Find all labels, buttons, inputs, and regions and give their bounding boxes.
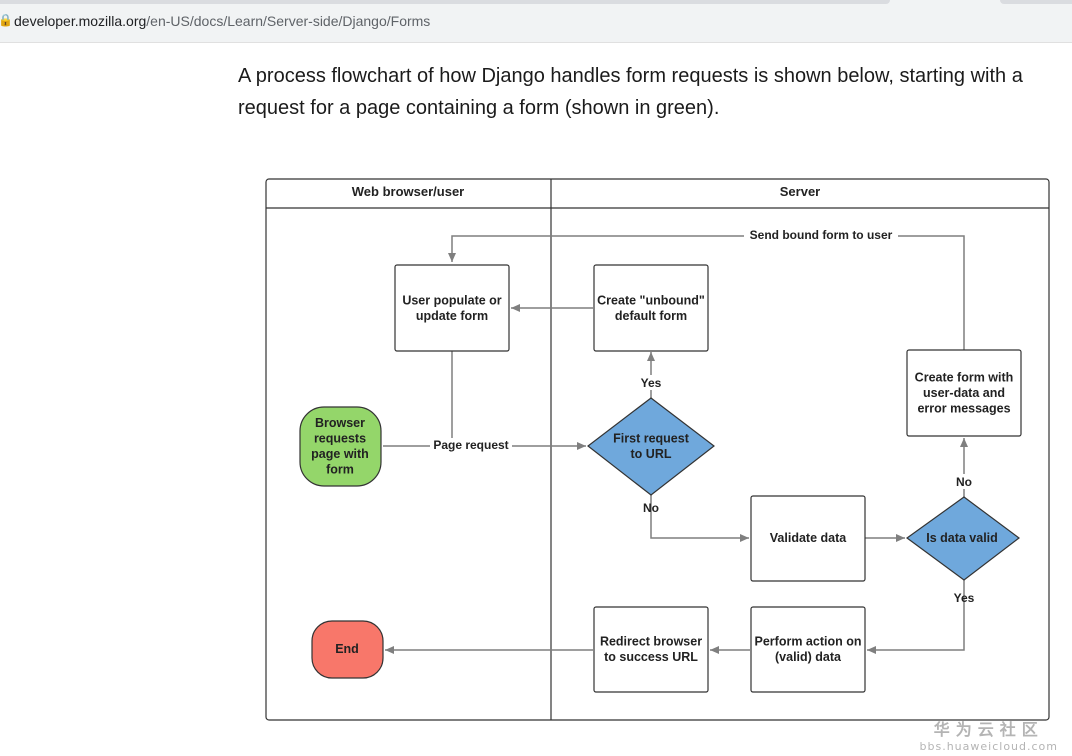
label-send-bound-form: Send bound form to user — [750, 228, 893, 242]
node-label-redirect: Redirect browser to success URL — [600, 634, 702, 664]
label-page-request: Page request — [433, 438, 508, 452]
node-label-is-valid: Is data valid — [926, 531, 998, 545]
node-perform-action — [750, 606, 866, 693]
no-valid-label-bg — [952, 474, 976, 489]
node-label-line: update form — [416, 309, 488, 323]
node-create-form-with-errors — [906, 349, 1022, 437]
label-no-data-invalid: No — [956, 475, 972, 489]
page-request-label-bg — [430, 438, 512, 453]
node-label-line: Create "unbound" — [597, 293, 705, 307]
node-label-line: default form — [615, 309, 687, 323]
node-label-first-request: First request to URL — [613, 431, 690, 461]
node-label-line: Is data valid — [926, 531, 998, 545]
node-user-populate-form — [394, 264, 510, 352]
node-is-data-valid-decision — [905, 496, 1020, 581]
node-end — [311, 620, 384, 679]
node-label-line: user-data and — [923, 386, 1005, 400]
url-path: /en-US/docs/Learn/Server-side/Django/For… — [146, 13, 431, 29]
node-label-line: page with — [311, 447, 369, 461]
watermark-url: bbs.huaweicloud.com — [919, 740, 1058, 753]
url-host: developer.mozilla.org — [14, 13, 147, 29]
node-label-line: First request — [613, 431, 690, 445]
watermark: 华为云社区 bbs.huaweicloud.com — [920, 716, 1058, 753]
node-label-line: Create form with — [915, 371, 1014, 385]
node-label-line: End — [335, 642, 359, 656]
node-label-create-unbound: Create "unbound" default form — [597, 293, 705, 323]
lane-header-browser: Web browser/user — [352, 184, 464, 199]
yes-first-label-bg — [638, 375, 664, 390]
node-browser-requests-page — [299, 406, 382, 487]
node-create-unbound-form — [593, 264, 709, 352]
node-label-line: (valid) data — [775, 650, 842, 664]
node-label-line: User populate or — [402, 293, 501, 307]
watermark-title: 华为云社区 — [933, 720, 1044, 739]
node-label-line: Browser — [315, 416, 365, 430]
node-label-line: error messages — [917, 402, 1010, 416]
node-redirect-browser — [593, 606, 709, 693]
tab-strip-end — [1000, 0, 1072, 4]
url-text[interactable]: developer.mozilla.org/en-US/docs/Learn/S… — [14, 13, 430, 29]
node-validate-data — [750, 495, 866, 582]
label-no-first-request: No — [643, 501, 659, 515]
node-label-end: End — [335, 642, 359, 656]
node-label-line: Perform action on — [755, 634, 862, 648]
node-label-line: Validate data — [770, 531, 847, 545]
edge-send-bound-form — [448, 235, 965, 350]
node-label-line: form — [326, 462, 354, 476]
node-label-line: to URL — [631, 447, 672, 461]
edge-valid — [867, 580, 965, 654]
label-yes-data-valid: Yes — [954, 591, 975, 605]
article-intro: A process flowchart of how Django handle… — [238, 65, 1023, 119]
node-label-line: requests — [314, 431, 366, 445]
node-label-line: to success URL — [604, 650, 698, 664]
node-label-user-populate: User populate or update form — [402, 293, 501, 323]
browser-address-bar[interactable]: 🔒 developer.mozilla.org/en-US/docs/Learn… — [0, 0, 1072, 43]
label-yes-first-request: Yes — [641, 376, 662, 390]
edge-first-request-no — [650, 495, 749, 542]
lane-header-server: Server — [780, 184, 820, 199]
node-label-line: Redirect browser — [600, 634, 702, 648]
node-label-perform-action: Perform action on (valid) data — [755, 634, 862, 664]
node-label-validate: Validate data — [770, 531, 847, 545]
node-first-request-decision — [587, 397, 715, 496]
tab-strip — [0, 0, 890, 4]
send-bound-label-bg — [744, 228, 898, 243]
